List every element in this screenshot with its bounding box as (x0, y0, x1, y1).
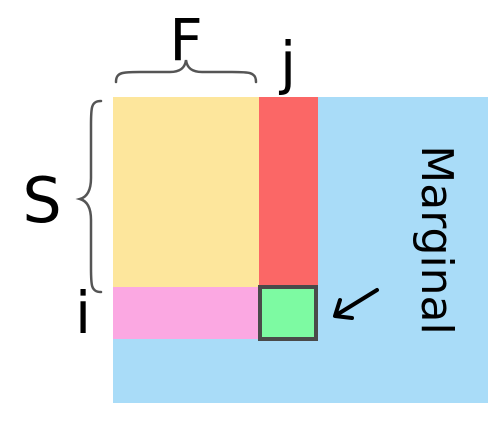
intersection-cell (258, 285, 318, 341)
column-j (259, 97, 318, 287)
label-j: j (278, 29, 296, 97)
label-marginal: Marginal (411, 145, 462, 334)
s-brace (75, 99, 103, 294)
label-f: F (169, 6, 202, 74)
label-s: S (22, 164, 61, 237)
arrow-icon (333, 288, 379, 320)
f-brace (114, 59, 258, 84)
label-i: i (75, 279, 91, 347)
sf-block (113, 97, 259, 287)
row-i (113, 287, 259, 339)
